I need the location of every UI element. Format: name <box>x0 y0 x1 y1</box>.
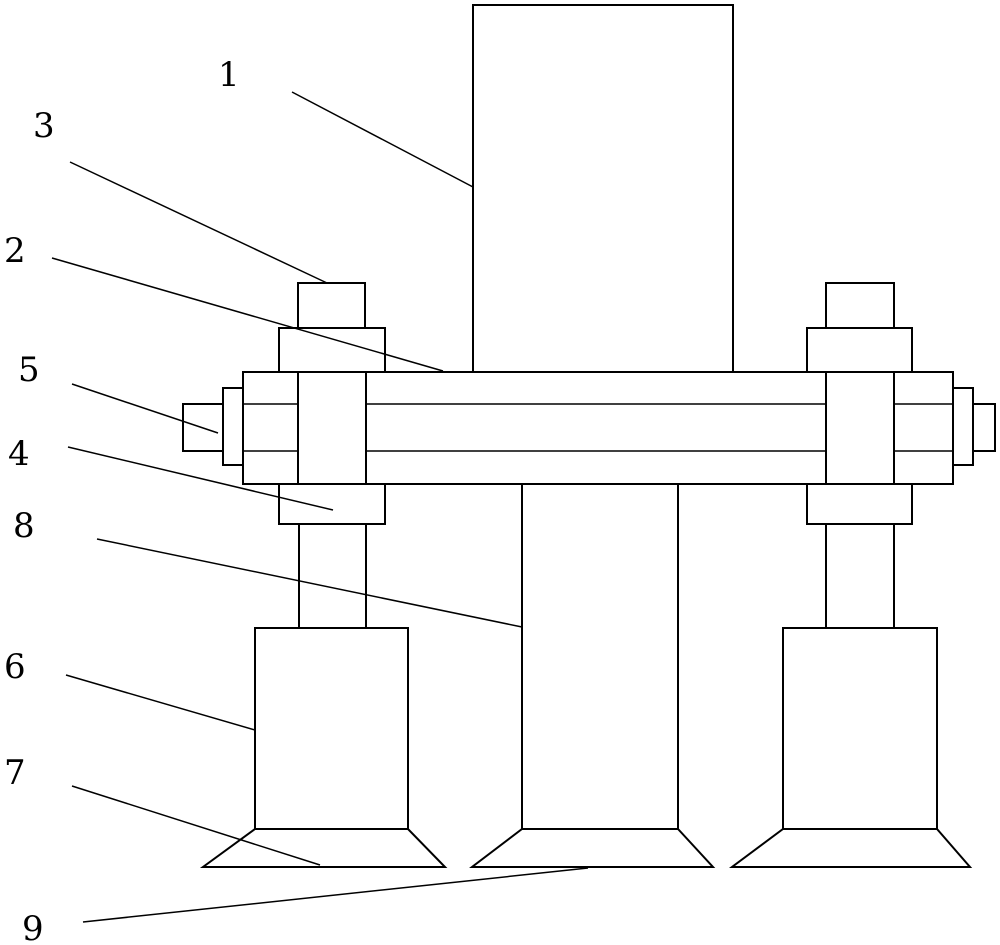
left-cylinder <box>254 627 409 830</box>
label-6: 6 <box>4 647 26 687</box>
leader-line-5 <box>71 383 219 434</box>
left-top-cap <box>297 282 366 329</box>
label-5: 5 <box>18 350 40 390</box>
label-1: 1 <box>218 55 240 95</box>
right-upper-nut <box>806 327 913 373</box>
leader-line-3 <box>69 161 328 284</box>
leader-line-8 <box>96 538 523 628</box>
leader-line-7 <box>71 785 321 866</box>
right-rod <box>825 523 895 629</box>
label-8: 8 <box>13 506 35 546</box>
upper-body <box>472 4 734 373</box>
leader-line-2 <box>51 257 444 372</box>
left-foot <box>199 828 448 868</box>
label-9: 9 <box>22 909 44 945</box>
right-foot <box>728 828 973 868</box>
right-cylinder <box>782 627 938 830</box>
leader-line-4 <box>67 446 334 511</box>
center-foot <box>469 828 716 868</box>
right-bolt-stub <box>972 403 996 452</box>
label-2: 2 <box>4 231 26 271</box>
label-7: 7 <box>4 753 26 793</box>
left-bolt-washer <box>222 387 244 466</box>
left-lower-nut <box>278 483 386 525</box>
leader-line-6 <box>65 674 256 731</box>
right-lower-nut <box>806 483 913 525</box>
label-3: 3 <box>33 106 55 146</box>
left-upper-nut <box>278 327 386 373</box>
leader-line-1 <box>291 91 474 188</box>
left-rod <box>298 523 367 629</box>
leader-line-9 <box>82 867 589 923</box>
right-clamp <box>825 371 895 485</box>
right-bolt-washer <box>952 387 974 466</box>
center-column <box>521 483 679 830</box>
label-4: 4 <box>8 434 30 474</box>
left-clamp <box>297 371 367 485</box>
right-top-cap <box>825 282 895 329</box>
